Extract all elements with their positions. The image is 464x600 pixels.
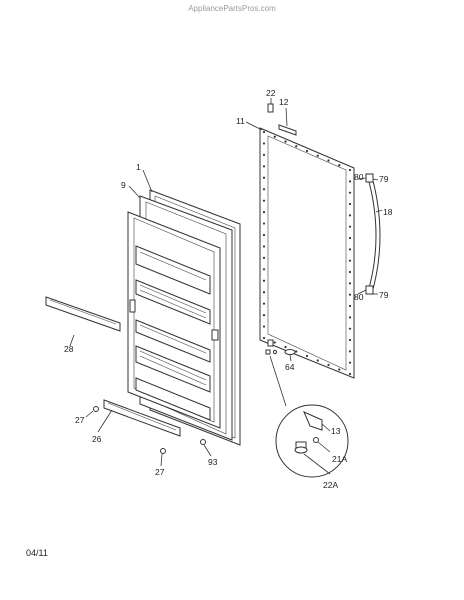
frame-rivet — [273, 135, 276, 138]
top-bracket-12 — [278, 107, 297, 136]
callout-9: 9 — [121, 180, 126, 190]
frame-rivet — [348, 304, 352, 308]
frame-rivet — [262, 336, 266, 340]
callout-26: 26 — [92, 434, 102, 444]
frame-rivets — [262, 130, 352, 376]
door-liner-assembly — [127, 189, 241, 446]
frame-rivet — [348, 214, 352, 217]
screw-27-bottom — [160, 448, 166, 467]
date-code: 04/11 — [26, 548, 48, 558]
frame-rivet — [348, 180, 352, 183]
callout-80-bottom: 80 — [354, 292, 364, 302]
frame-rivet — [262, 325, 266, 328]
frame-rivet — [262, 279, 266, 282]
frame-rivet — [262, 142, 266, 145]
callout-27-bottom: 27 — [155, 467, 165, 477]
frame-rivet — [338, 368, 341, 371]
frame-rivet — [305, 149, 309, 153]
frame-rivet — [284, 345, 287, 349]
frame-rivet — [262, 233, 266, 237]
callout-79-top: 79 — [379, 174, 389, 184]
callout-64: 64 — [285, 362, 295, 372]
shelf-rail-28 — [45, 296, 121, 347]
frame-rivet — [348, 225, 352, 228]
callout-79-bottom: 79 — [379, 290, 389, 300]
frame-rivet — [295, 350, 298, 353]
frame-rivet — [262, 302, 266, 305]
screw-27-top — [85, 406, 99, 418]
frame-rivet — [348, 191, 352, 194]
frame-rivet — [262, 188, 266, 191]
frame-rivet — [273, 341, 276, 344]
callout-80-top: 80 — [354, 172, 364, 182]
door-shelves — [135, 245, 211, 421]
callout-22a: 22A — [323, 480, 338, 490]
frame-rivet — [348, 168, 352, 172]
callout-21a: 21A — [332, 454, 347, 464]
frame-rivet — [262, 222, 266, 225]
frame-rivet — [284, 140, 287, 143]
frame-rivet — [295, 145, 298, 148]
door-handle-18 — [365, 173, 383, 295]
frame-rivet — [262, 130, 266, 134]
frame-rivet — [316, 359, 319, 362]
hinge-parts-64 — [265, 339, 296, 362]
frame-rivet — [327, 363, 330, 367]
callout-13: 13 — [331, 426, 341, 436]
frame-rivet — [348, 338, 352, 342]
plug-22 — [267, 98, 274, 113]
frame-rivet — [348, 327, 352, 330]
frame-rivet — [348, 372, 352, 376]
frame-rivet — [348, 270, 352, 274]
frame-rivet — [262, 256, 266, 259]
frame-rivet — [348, 236, 352, 240]
callout-11: 11 — [236, 116, 245, 126]
callout-27-top: 27 — [75, 415, 85, 425]
frame-rivet — [262, 153, 266, 156]
callout-22: 22 — [266, 88, 276, 98]
frame-rivet — [348, 361, 352, 364]
frame-rivet — [348, 282, 352, 285]
frame-rivet — [305, 354, 309, 358]
callout-labels: 1 9 11 12 13 18 21A 22 22A 26 27 27 28 6… — [64, 88, 393, 490]
frame-rivet — [338, 164, 341, 167]
frame-rivet — [262, 291, 266, 294]
shelf-rail-26 — [97, 399, 181, 437]
screw-93 — [200, 439, 212, 457]
frame-rivet — [262, 268, 266, 271]
outer-door-frame — [259, 127, 355, 379]
watermark-text: AppliancePartsPros.com — [188, 4, 276, 13]
frame-rivet — [327, 159, 330, 162]
frame-rivet — [348, 350, 352, 353]
callout-28: 28 — [64, 344, 74, 354]
callout-93: 93 — [208, 457, 218, 467]
frame-rivet — [262, 165, 266, 168]
callout-18: 18 — [383, 207, 393, 217]
callout-1: 1 — [136, 162, 141, 172]
frame-rivet — [262, 199, 266, 202]
frame-rivet — [262, 176, 266, 179]
frame-rivet — [348, 293, 352, 296]
frame-rivet — [348, 248, 352, 251]
callout-12: 12 — [279, 97, 289, 107]
frame-rivet — [348, 202, 352, 206]
frame-rivet — [262, 245, 266, 248]
frame-rivet — [348, 316, 352, 319]
frame-rivet — [262, 314, 266, 317]
hinge-detail-circle — [269, 355, 349, 478]
frame-rivet — [316, 154, 319, 157]
frame-rivet — [348, 259, 352, 262]
frame-rivet — [262, 211, 266, 214]
